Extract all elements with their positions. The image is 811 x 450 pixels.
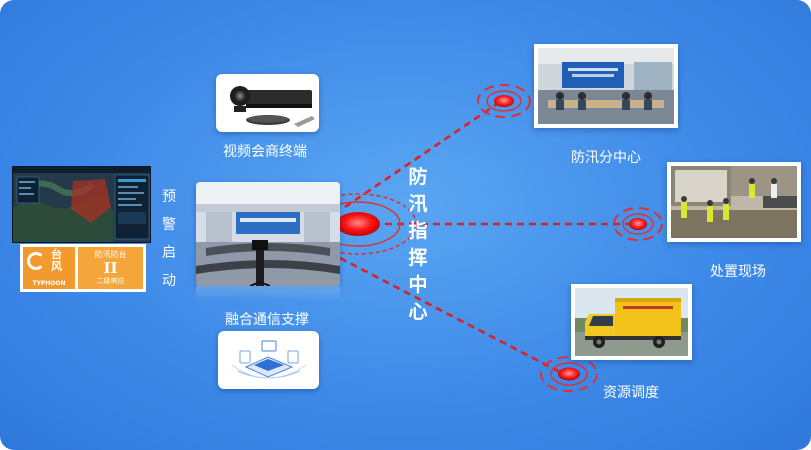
resource-label: 资源调度 (603, 385, 659, 401)
hub-title-char: 心 (408, 301, 428, 323)
warning-start-label: 预 警 启 动 (160, 186, 178, 292)
level-badge-level: II (103, 259, 118, 277)
link-to-resource (339, 256, 561, 374)
warning-char: 预 (162, 189, 176, 205)
typhoon-swirl-icon (27, 252, 45, 270)
fusion-platform-card (218, 331, 319, 389)
level-badge: 防汛防台 II 二级响应 (78, 247, 143, 289)
typhoon-badge-char: 风 (51, 260, 62, 273)
video-terminal-icon (230, 86, 315, 127)
branch-center-dot (477, 84, 531, 118)
hub-title-char: 指 (408, 220, 428, 242)
warning-char: 警 (162, 217, 176, 233)
monitoring-map-image (12, 166, 151, 243)
typhoon-badge: 台 风 TYPHOON (23, 247, 75, 289)
onsite-photo (667, 162, 801, 242)
conference-room-graphic (196, 182, 340, 286)
platform-icon (231, 340, 307, 379)
warning-badges: 台 风 TYPHOON 防汛防台 II 二级响应 (20, 244, 146, 292)
resource-dot (540, 356, 598, 392)
onsite-label: 处置现场 (710, 264, 766, 280)
map-graphic (13, 167, 150, 242)
hub-title-char: 中 (408, 274, 428, 296)
hub-title-char: 汛 (408, 193, 428, 215)
warning-char: 动 (162, 273, 176, 289)
fusion-photo-reflection (196, 286, 340, 300)
meeting-room-graphic (538, 48, 674, 124)
warning-char: 启 (162, 245, 176, 261)
branch-center-photo (534, 44, 678, 128)
typhoon-badge-sub: TYPHOON (32, 280, 66, 287)
onsite-dot (613, 207, 663, 241)
emergency-truck-graphic (575, 288, 688, 356)
hub-title-char: 防 (408, 166, 428, 188)
video-conf-label: 视频会商终端 (223, 144, 307, 160)
branch-center-label: 防汛分中心 (571, 150, 641, 166)
onsite-graphic (671, 166, 797, 238)
level-badge-sub: 二级响应 (96, 277, 125, 285)
resource-photo (571, 284, 692, 360)
hub-title: 防 汛 指 挥 中 心 (406, 164, 430, 326)
video-conf-card (216, 74, 319, 132)
level-badge-title: 防汛防台 (94, 250, 127, 259)
typhoon-badge-char: 台 (51, 248, 62, 261)
link-to-branch-center (344, 100, 501, 209)
fusion-center-photo (196, 182, 340, 286)
hub-title-char: 挥 (408, 247, 428, 269)
fusion-label: 融合通信支撑 (225, 312, 309, 328)
